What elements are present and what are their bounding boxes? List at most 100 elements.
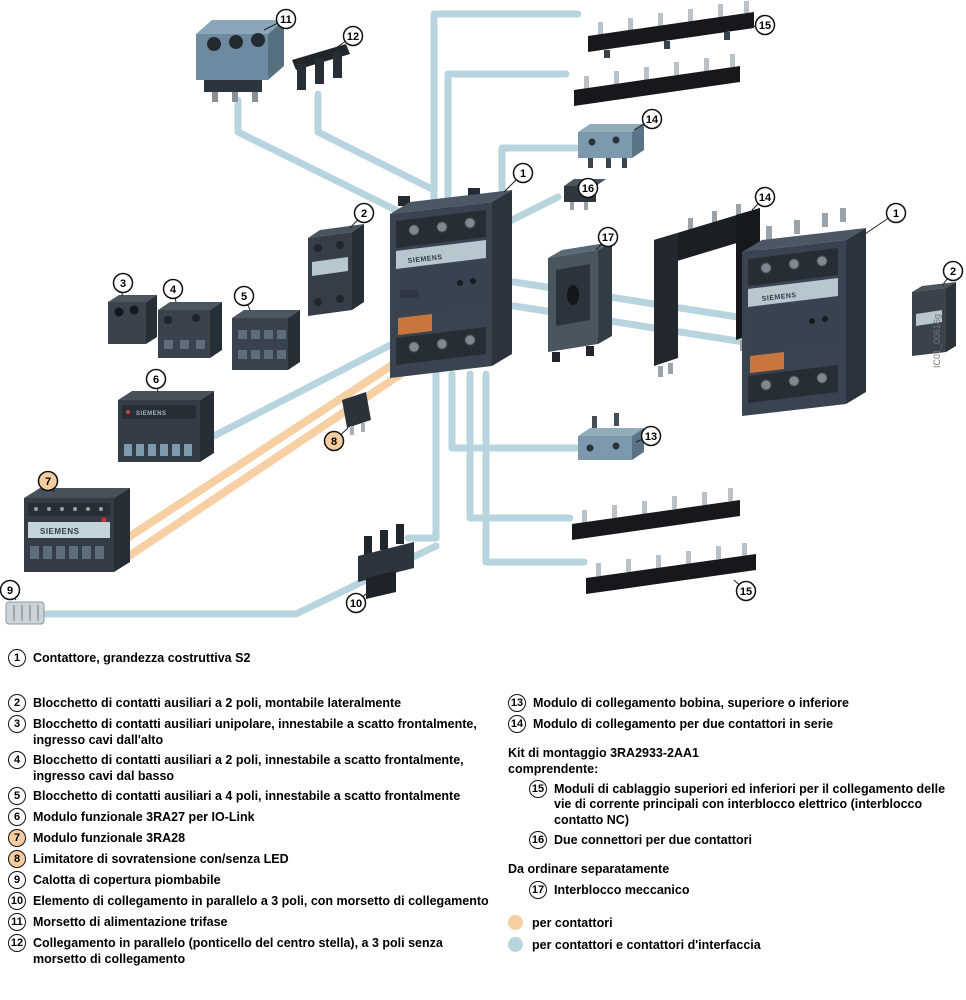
brand-label-module6: SIEMENS	[136, 411, 167, 417]
callout-8: 8	[323, 427, 349, 452]
callout-2: 2	[941, 260, 964, 287]
callout-circle-17	[597, 226, 619, 248]
wire-blue-rail-c	[466, 370, 574, 522]
callout-number-6: 6	[153, 374, 159, 386]
callout-circle-9	[0, 579, 21, 601]
wire-blue-rail-d	[482, 370, 588, 566]
brand-label-right: SIEMENS	[761, 292, 797, 303]
part-14-connector-module-upper	[578, 124, 644, 168]
legend-text-17: Interblocco meccanico	[554, 883, 690, 898]
part-7-function-module-3ra28: SIEMENS	[24, 488, 130, 572]
part-1-contactor-right: SIEMENS	[742, 208, 866, 416]
callout-circle-7	[37, 470, 59, 492]
part-10-parallel-link	[358, 524, 414, 599]
legend-number-8: 8	[8, 850, 26, 868]
wire-blue-connector16	[508, 193, 562, 224]
callout-number-3: 3	[120, 278, 126, 290]
callout-circle-5	[233, 285, 255, 307]
legend-item-7: 7 Modulo funzionale 3RA28	[8, 829, 498, 847]
color-key-row-0: per contattori	[508, 915, 960, 931]
wire-blue-rail-a	[430, 10, 582, 202]
legend-text-1: Contattore, grandezza costruttiva S2	[33, 651, 251, 665]
part-15-upper-rail-a	[588, 1, 754, 58]
legend-text-10: Elemento di collegamento in parallelo a …	[33, 894, 489, 908]
part-15-lower-rail-a	[572, 488, 740, 540]
legend-number-15: 15	[529, 779, 547, 798]
callout-circle-1	[512, 162, 534, 184]
callout-number-7: 7	[45, 476, 51, 488]
callout-6: 6	[145, 368, 167, 393]
callout-14: 14	[633, 108, 663, 131]
callout-3: 3	[112, 272, 134, 297]
callout-circle-16	[577, 177, 599, 199]
wire-blue-coil-module	[448, 370, 580, 452]
callout-number-15: 15	[740, 586, 752, 598]
legend-number-9: 9	[8, 871, 26, 889]
part-15-lower-rail-b	[586, 543, 756, 594]
wire-blue-jumper	[314, 90, 438, 194]
legend-text-13: Modulo di collegamento bobina, superiore…	[533, 696, 849, 710]
legend-number-10: 10	[8, 892, 26, 910]
part-2-aux-block-left	[308, 224, 364, 316]
callout-circle-1	[885, 202, 907, 224]
part-1-contactor-center: SIEMENS	[390, 188, 512, 378]
callout-number-1: 1	[893, 208, 899, 220]
part-15-upper-rail-b	[574, 54, 740, 106]
legend-text-7: Modulo funzionale 3RA28	[33, 831, 186, 845]
callout-circle-6	[145, 368, 167, 390]
part-2-aux-block-right	[912, 282, 956, 356]
legend-number-16: 16	[529, 831, 547, 849]
legend-text-14: Modulo di collegamento per due contattor…	[533, 717, 834, 731]
part-9-sealable-cover	[5, 601, 45, 625]
legend-text-4: Blocchetto di contatti ausiliari a 2 pol…	[33, 753, 464, 783]
callout-number-8: 8	[331, 436, 337, 448]
callout-number-11: 11	[280, 14, 292, 26]
callout-number-10: 10	[350, 598, 362, 610]
callout-17: 17	[595, 226, 619, 251]
part-17-mechanical-interlock	[548, 242, 612, 362]
legend-number-2: 2	[8, 694, 26, 712]
callout-7: 7	[37, 470, 59, 493]
callout-1: 1	[861, 202, 907, 237]
callout-circle-11	[275, 8, 297, 30]
callout-circle-14	[754, 186, 776, 208]
kit-title: Kit di montaggio 3RA2933-2AA1	[508, 746, 700, 760]
part-12-star-jumper	[292, 44, 350, 90]
legend-text-12: Collegamento in parallelo (ponticello de…	[33, 936, 443, 966]
brand-label-module7: SIEMENS	[40, 527, 80, 536]
legend-text-6: Modulo funzionale 3RA27 per IO-Link	[33, 810, 255, 824]
callout-circle-2	[942, 260, 964, 282]
callout-circle-15	[754, 14, 776, 36]
color-key: per contattori per contattori e contattor…	[508, 915, 960, 953]
legend-number-7: 7	[8, 829, 26, 847]
legend-number-17: 17	[529, 881, 547, 900]
callout-number-2: 2	[950, 266, 956, 278]
legend-text-11: Morsetto di alimentazione trifase	[33, 915, 228, 929]
separate-title: Da ordinare separatamente	[508, 862, 670, 876]
callout-number-16: 16	[582, 183, 594, 195]
callout-14: 14	[751, 186, 776, 211]
legend-number-3: 3	[8, 715, 26, 733]
wire-blue-parallel-link	[404, 370, 440, 542]
kit-subtitle: comprendente:	[508, 762, 599, 777]
color-key-label-1: per contattori e contattori d'interfacci…	[532, 937, 761, 952]
separate-items: 17 Interblocco meccanico	[529, 881, 960, 900]
callout-5: 5	[233, 285, 255, 311]
callout-number-12: 12	[347, 31, 359, 43]
callout-11: 11	[263, 8, 297, 31]
legend-text-16: Due connettori per due contattori	[554, 833, 752, 847]
callout-number-1: 1	[520, 168, 526, 180]
callout-13: 13	[635, 425, 662, 447]
